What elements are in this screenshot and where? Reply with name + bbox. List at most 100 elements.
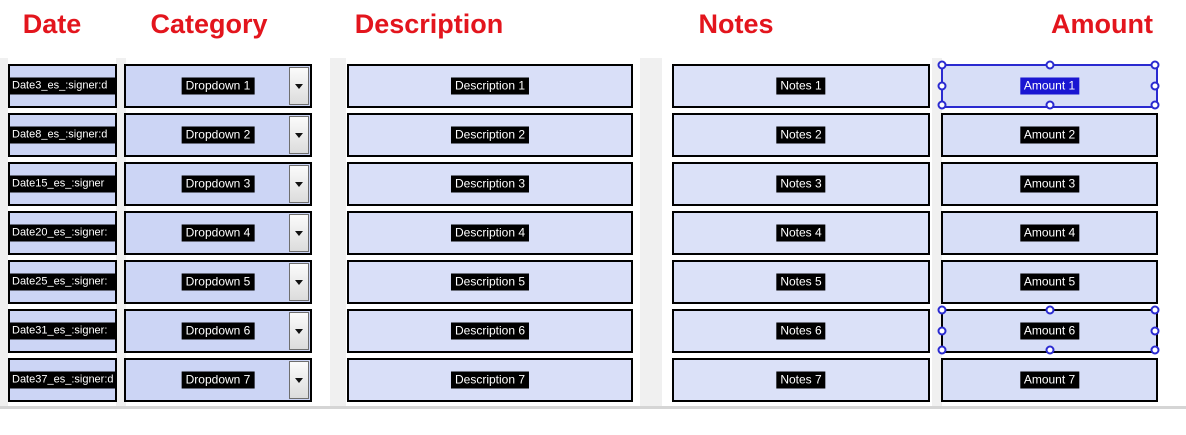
column-header-notes: Notes <box>698 9 774 39</box>
caret-down-icon <box>295 230 303 236</box>
caret-down-icon <box>295 132 303 138</box>
column-gap-shade <box>0 58 8 408</box>
caret-down-icon <box>295 279 303 285</box>
dropdown-button[interactable] <box>289 361 309 399</box>
date-field-2-label: Date8_es_:signer:d <box>10 126 115 144</box>
amount-field-2[interactable]: Amount 2 <box>941 113 1158 157</box>
caret-down-icon <box>295 377 303 383</box>
date-field-4[interactable]: Date20_es_:signer: <box>8 211 117 255</box>
description-field-5[interactable]: Description 5 <box>347 260 633 304</box>
dropdown-button[interactable] <box>289 312 309 350</box>
description-field-6-label: Description 6 <box>450 322 530 340</box>
notes-field-5[interactable]: Notes 5 <box>672 260 930 304</box>
category-dropdown-5[interactable]: Dropdown 5 <box>124 260 312 304</box>
amount-field-4-label: Amount 4 <box>1019 224 1080 242</box>
column-header-category: Category <box>150 9 268 39</box>
date-field-2[interactable]: Date8_es_:signer:d <box>8 113 117 157</box>
amount-field-4[interactable]: Amount 4 <box>941 211 1158 255</box>
selection-handle[interactable] <box>937 60 947 70</box>
description-field-3[interactable]: Description 3 <box>347 162 633 206</box>
amount-field-5-label: Amount 5 <box>1019 273 1080 291</box>
notes-field-5-label: Notes 5 <box>776 273 826 291</box>
selection-handle[interactable] <box>937 81 947 91</box>
selection-handle[interactable] <box>1150 345 1160 355</box>
description-field-4-label: Description 4 <box>450 224 530 242</box>
selection-handle[interactable] <box>1150 100 1160 110</box>
category-dropdown-7[interactable]: Dropdown 7 <box>124 358 312 402</box>
date-field-3[interactable]: Date15_es_:signer <box>8 162 117 206</box>
notes-field-7[interactable]: Notes 7 <box>672 358 930 402</box>
amount-field-6-label: Amount 6 <box>1019 322 1080 340</box>
selection-handle[interactable] <box>937 100 947 110</box>
selection-handle[interactable] <box>1150 81 1160 91</box>
amount-field-1-selected[interactable]: Amount 1 <box>937 60 1160 110</box>
description-field-1[interactable]: Description 1 <box>347 64 633 108</box>
category-dropdown-4-label: Dropdown 4 <box>181 224 255 242</box>
date-field-4-label: Date20_es_:signer: <box>10 224 115 242</box>
date-field-7[interactable]: Date37_es_:signer:d <box>8 358 117 402</box>
caret-down-icon <box>295 83 303 89</box>
date-field-1[interactable]: Date3_es_:signer:d <box>8 64 117 108</box>
notes-field-3-label: Notes 3 <box>776 175 826 193</box>
notes-field-6[interactable]: Notes 6 <box>672 309 930 353</box>
amount-field-7[interactable]: Amount 7 <box>941 358 1158 402</box>
column-header-description: Description <box>354 9 504 39</box>
selection-handle[interactable] <box>1045 60 1054 70</box>
notes-field-7-label: Notes 7 <box>776 371 826 389</box>
selection-handle[interactable] <box>1045 305 1054 315</box>
selection-handle[interactable] <box>1150 326 1160 336</box>
notes-field-4-label: Notes 4 <box>776 224 826 242</box>
notes-field-2-label: Notes 2 <box>776 126 826 144</box>
date-field-6[interactable]: Date31_es_:signer: <box>8 309 117 353</box>
category-dropdown-2[interactable]: Dropdown 2 <box>124 113 312 157</box>
caret-down-icon <box>295 181 303 187</box>
selection-handle[interactable] <box>1045 100 1054 110</box>
description-field-3-label: Description 3 <box>450 175 530 193</box>
selection-handle[interactable] <box>1150 305 1160 315</box>
description-field-5-label: Description 5 <box>450 273 530 291</box>
amount-field-5[interactable]: Amount 5 <box>941 260 1158 304</box>
amount-field-3-label: Amount 3 <box>1019 175 1080 193</box>
dropdown-button[interactable] <box>289 263 309 301</box>
caret-down-icon <box>295 328 303 334</box>
category-dropdown-3[interactable]: Dropdown 3 <box>124 162 312 206</box>
amount-field-3[interactable]: Amount 3 <box>941 162 1158 206</box>
description-field-2[interactable]: Description 2 <box>347 113 633 157</box>
notes-field-3[interactable]: Notes 3 <box>672 162 930 206</box>
column-gap-shade <box>640 58 662 408</box>
column-gap-shade <box>116 58 126 408</box>
description-field-2-label: Description 2 <box>450 126 530 144</box>
category-dropdown-1[interactable]: Dropdown 1 <box>124 64 312 108</box>
selection-handle[interactable] <box>937 305 947 315</box>
dropdown-button[interactable] <box>289 165 309 203</box>
column-header-date: Date <box>22 9 82 39</box>
category-dropdown-4[interactable]: Dropdown 4 <box>124 211 312 255</box>
column-gap-shade <box>330 58 346 408</box>
page-bottom-edge <box>0 406 1186 409</box>
amount-field-2-label: Amount 2 <box>1019 126 1080 144</box>
selection-handle[interactable] <box>1150 60 1160 70</box>
notes-field-2[interactable]: Notes 2 <box>672 113 930 157</box>
category-dropdown-3-label: Dropdown 3 <box>181 175 255 193</box>
category-dropdown-7-label: Dropdown 7 <box>181 371 255 389</box>
date-field-5[interactable]: Date25_es_:signer: <box>8 260 117 304</box>
category-dropdown-6[interactable]: Dropdown 6 <box>124 309 312 353</box>
selection-handle[interactable] <box>937 345 947 355</box>
selection-handle[interactable] <box>937 326 947 336</box>
notes-field-1[interactable]: Notes 1 <box>672 64 930 108</box>
description-field-7-label: Description 7 <box>450 371 530 389</box>
category-dropdown-1-label: Dropdown 1 <box>181 77 255 95</box>
notes-field-4[interactable]: Notes 4 <box>672 211 930 255</box>
dropdown-button[interactable] <box>289 214 309 252</box>
dropdown-button[interactable] <box>289 116 309 154</box>
description-field-7[interactable]: Description 7 <box>347 358 633 402</box>
description-field-6[interactable]: Description 6 <box>347 309 633 353</box>
amount-field-6-selected[interactable]: Amount 6 <box>937 305 1160 355</box>
dropdown-button[interactable] <box>289 67 309 105</box>
date-field-7-label: Date37_es_:signer:d <box>10 371 115 389</box>
date-field-6-label: Date31_es_:signer: <box>10 322 115 340</box>
notes-field-6-label: Notes 6 <box>776 322 826 340</box>
selection-handle[interactable] <box>1045 345 1054 355</box>
description-field-4[interactable]: Description 4 <box>347 211 633 255</box>
